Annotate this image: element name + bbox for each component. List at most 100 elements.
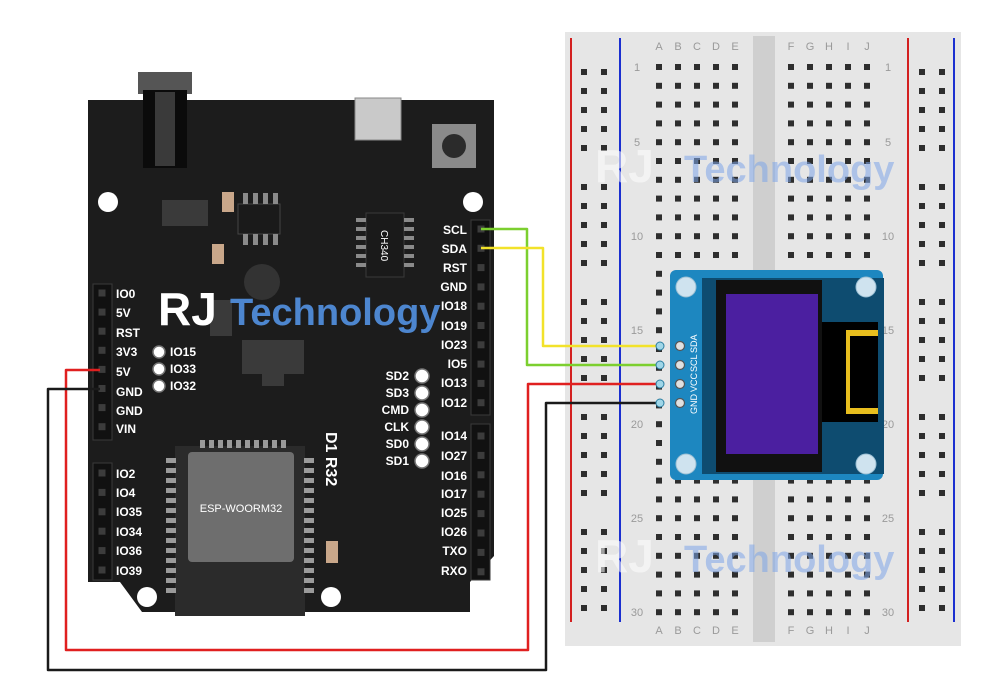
breadboard-hole — [732, 195, 738, 202]
breadboard-hole — [845, 496, 851, 503]
rail-hole — [581, 548, 587, 554]
breadboard-hole — [826, 477, 832, 484]
breadboard-hole — [675, 233, 681, 240]
rail-hole — [939, 126, 945, 132]
pin-label-io13: IO13 — [441, 376, 467, 390]
board-mount-hole — [463, 192, 483, 212]
breadboard-hole — [807, 571, 813, 578]
breadboard-hole — [807, 195, 813, 202]
right-header-top — [470, 219, 491, 416]
rail-hole — [581, 433, 587, 439]
row-number: 15 — [631, 325, 643, 337]
rail-hole — [919, 69, 925, 75]
breadboard-hole — [807, 534, 813, 540]
breadboard-hole — [864, 571, 870, 578]
pin-label-io25: IO25 — [441, 506, 467, 520]
header-pin — [98, 508, 106, 516]
rail-hole — [919, 260, 925, 266]
breadboard-hole — [826, 158, 832, 164]
rail-hole — [939, 107, 945, 113]
header-pin — [98, 365, 106, 373]
rail-hole — [601, 471, 607, 477]
breadboard-hole — [675, 64, 681, 70]
column-letter: F — [788, 41, 795, 53]
capacitor — [212, 244, 224, 264]
breadboard-hole — [656, 158, 662, 164]
breadboard-hole-connected — [655, 360, 665, 370]
wire-gnd — [46, 387, 660, 672]
breadboard-hole — [807, 552, 813, 559]
breadboard-hole — [656, 458, 662, 465]
esp32-pad — [166, 508, 176, 513]
row-numbers-right: 1 5 10 15 20 25 30 — [882, 62, 894, 619]
wire-endpoints — [655, 341, 665, 408]
watermark-initials: RJ — [595, 140, 654, 192]
rail-hole — [939, 529, 945, 535]
breadboard-hole — [713, 477, 719, 484]
rail-hole — [939, 88, 945, 94]
pin-label-io34: IO34 — [116, 525, 142, 539]
breadboard-hole — [845, 120, 851, 127]
rail-hole — [581, 145, 587, 151]
rail-hole — [919, 88, 925, 94]
rail-hole — [919, 529, 925, 535]
column-letter: C — [693, 625, 701, 637]
rail-hole — [919, 299, 925, 305]
rail-hole — [919, 222, 925, 228]
rail-hole — [939, 299, 945, 305]
row-number: 5 — [634, 137, 640, 149]
column-letter: H — [825, 41, 833, 53]
row-number: 25 — [882, 513, 894, 525]
header-pin — [477, 548, 485, 556]
breadboard-hole — [713, 82, 719, 89]
esp32-pad — [304, 458, 314, 463]
breadboard-hole — [864, 195, 870, 202]
row-number: 1 — [885, 62, 891, 74]
board-mount-hole — [137, 587, 157, 607]
rail-hole — [581, 586, 587, 592]
breadboard-hole — [732, 571, 738, 578]
breadboard-hole — [713, 120, 719, 127]
pad — [414, 368, 430, 384]
breadboard-hole — [826, 139, 832, 146]
breadboard-hole — [694, 195, 700, 202]
rail-hole — [939, 337, 945, 343]
header-pin — [98, 385, 106, 392]
oled-pin-label-gnd: GND — [689, 394, 699, 415]
watermark-initials: RJ — [595, 530, 654, 582]
esp32-pad — [166, 588, 176, 593]
breadboard-hole — [788, 82, 794, 89]
pin-label-rxo: RXO — [441, 564, 467, 578]
column-letters-top: A B C D E F G H I J — [655, 41, 869, 53]
breadboard-hole — [694, 176, 700, 183]
ch340-chip — [365, 212, 405, 278]
column-letter: G — [806, 41, 815, 53]
breadboard-hole — [694, 252, 700, 258]
pin-label-io17: IO17 — [441, 487, 467, 501]
rail-hole — [939, 548, 945, 554]
column-letter: B — [674, 41, 681, 53]
breadboard-hole — [788, 64, 794, 70]
watermark-word: Technology — [684, 539, 894, 581]
column-letter: F — [788, 625, 795, 637]
rail-hole — [939, 69, 945, 75]
usb-port — [354, 97, 402, 141]
breadboard-hole — [694, 158, 700, 164]
breadboard-hole — [675, 101, 681, 108]
breadboard-hole — [713, 515, 719, 522]
esp32-pad — [304, 538, 314, 543]
esp32-pads — [166, 440, 314, 593]
rail-hole — [919, 548, 925, 554]
esp32-pad — [200, 440, 205, 448]
header-pin — [98, 308, 106, 316]
row-numbers-left: 1 5 10 15 20 25 30 — [631, 62, 643, 619]
breadboard-hole — [732, 176, 738, 183]
header-pin — [477, 379, 485, 387]
breadboard-hole — [713, 158, 719, 164]
rail-hole — [601, 184, 607, 190]
column-letter: A — [655, 41, 663, 53]
capacitor — [222, 192, 234, 212]
breadboard-hole — [845, 571, 851, 578]
breadboard-hole — [656, 308, 662, 315]
breadboard-hole — [732, 139, 738, 146]
